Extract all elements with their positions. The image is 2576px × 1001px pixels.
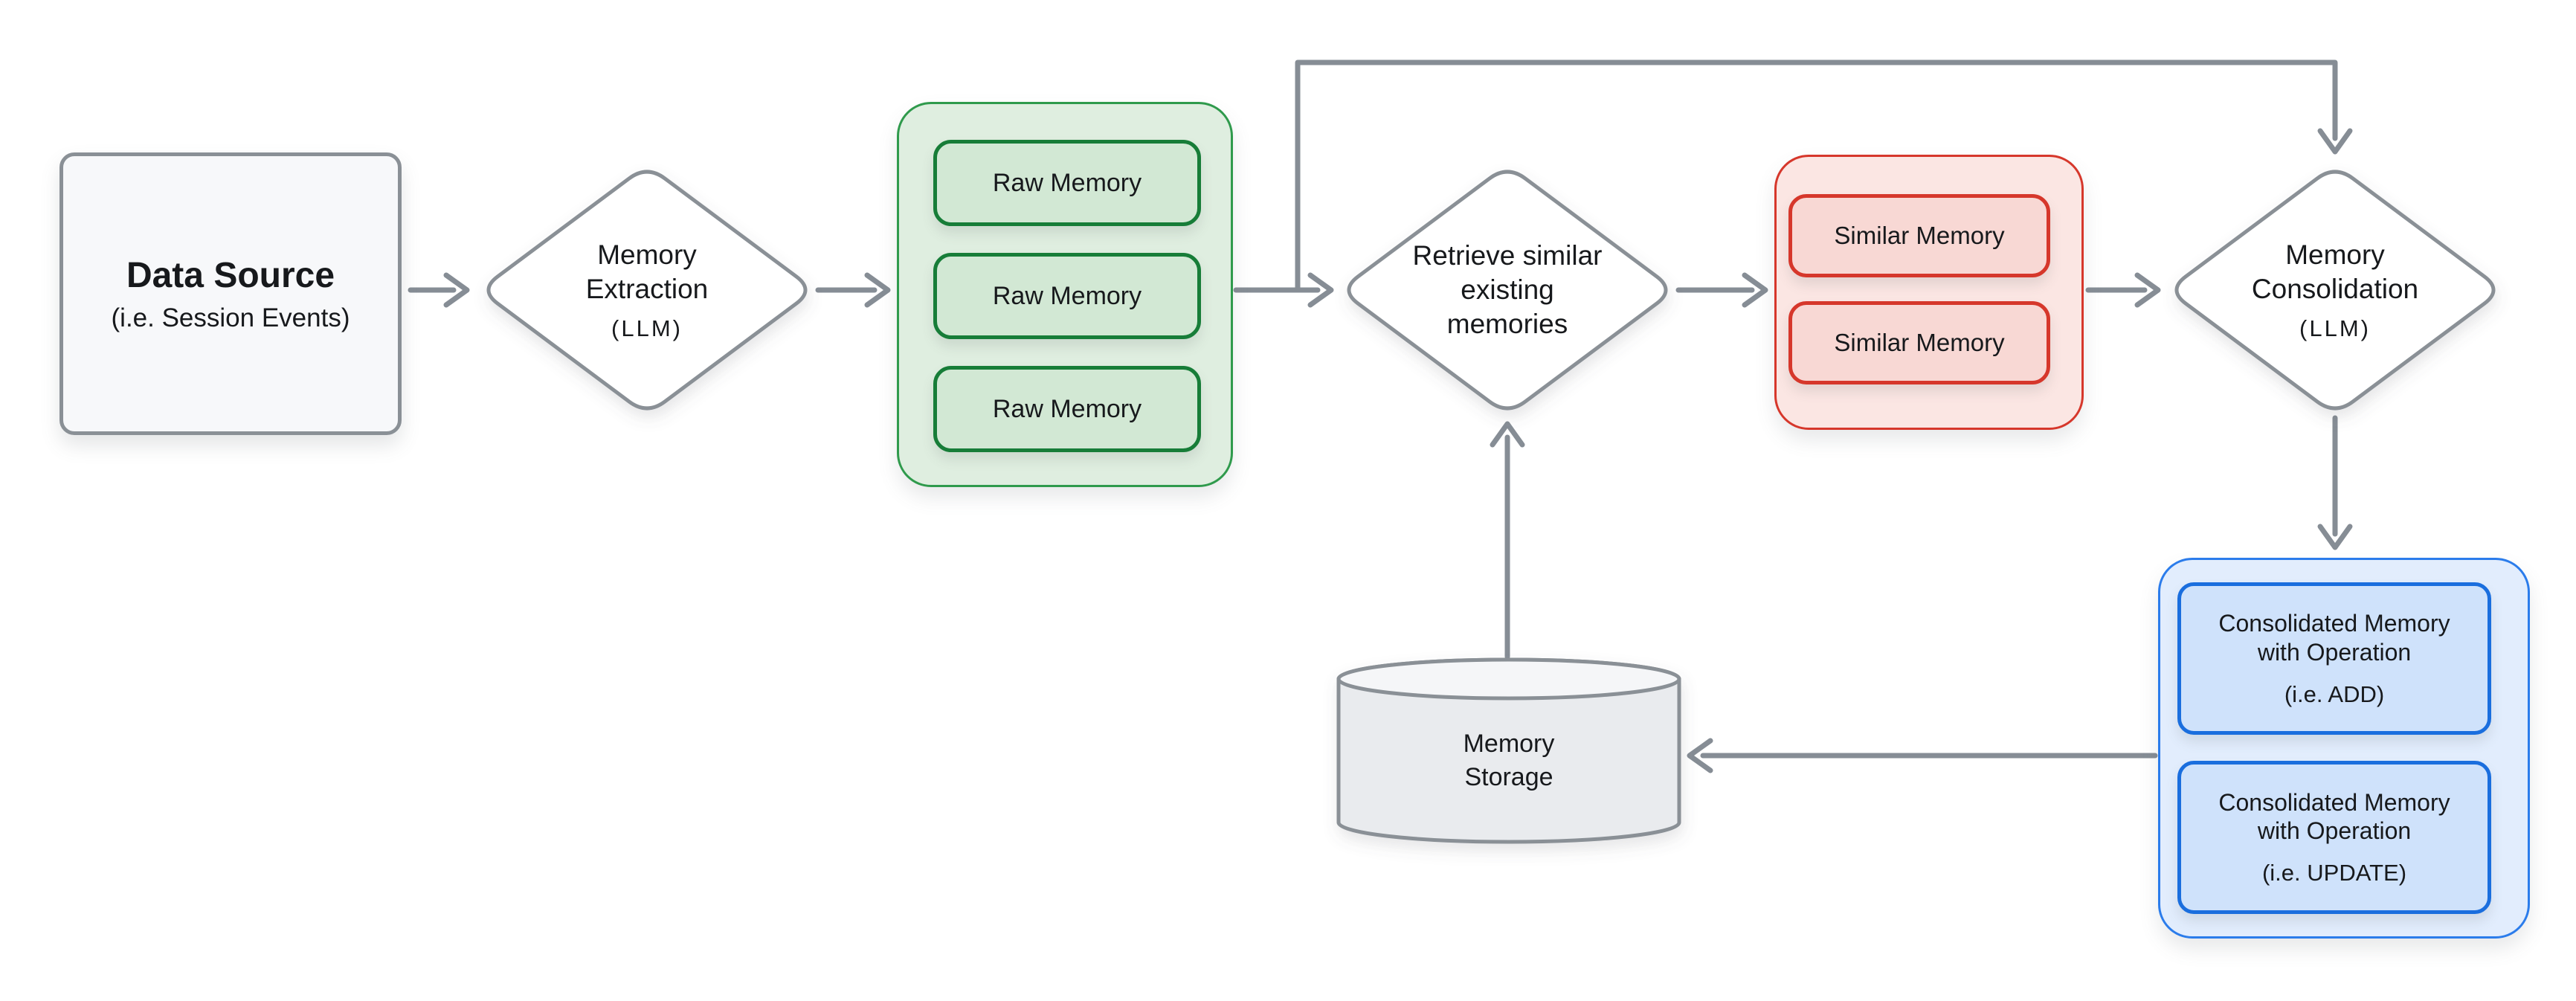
consolidated-memory-item: Consolidated Memory with Operation (i.e.… bbox=[2177, 761, 2491, 914]
raw-memory-item: Raw Memory bbox=[933, 253, 1201, 339]
data-source-node: Data Source (i.e. Session Events) bbox=[59, 152, 402, 435]
diamond-memory-consolidation bbox=[2174, 170, 2496, 411]
memory-storage-line1: Memory bbox=[1463, 730, 1555, 759]
consolidated-memory-line1: Consolidated Memory bbox=[2218, 610, 2450, 637]
consolidated-memory-line2: with Operation bbox=[2257, 638, 2412, 666]
similar-memory-label: Similar Memory bbox=[1834, 329, 2005, 356]
similar-memory-item: Similar Memory bbox=[1788, 194, 2050, 277]
arrowhead-retrieve-to-similar-icon bbox=[1742, 272, 1768, 308]
diamond-retrieve-memories bbox=[1347, 170, 1668, 411]
consolidated-memory-operation: (i.e. UPDATE) bbox=[2261, 860, 2407, 886]
memory-storage-line2: Storage bbox=[1464, 762, 1553, 791]
memory-storage-label: Memory Storage bbox=[1349, 692, 1669, 829]
data-source-title: Data Source bbox=[126, 256, 335, 296]
raw-memory-label: Raw Memory bbox=[992, 281, 1142, 310]
arrowhead-consolidation-to-consolidated-icon bbox=[2317, 524, 2353, 550]
arrowhead-datasource-to-extraction-icon bbox=[443, 272, 470, 308]
consolidated-memory-item: Consolidated Memory with Operation (i.e.… bbox=[2177, 582, 2491, 735]
consolidated-memory-group: Consolidated Memory with Operation (i.e.… bbox=[2158, 558, 2530, 939]
feedback-line-rawmemory-to-consolidation bbox=[1295, 59, 2338, 292]
similar-memory-group: Similar Memory Similar Memory bbox=[1774, 155, 2084, 430]
raw-memory-group: Raw Memory Raw Memory Raw Memory bbox=[897, 102, 1233, 487]
arrowhead-consolidated-to-storage-icon bbox=[1687, 738, 1713, 773]
similar-memory-label: Similar Memory bbox=[1834, 222, 2005, 249]
arrowhead-storage-to-retrieve-icon bbox=[1490, 421, 1525, 448]
consolidated-memory-line2: with Operation bbox=[2257, 817, 2412, 844]
data-source-subtitle: (i.e. Session Events) bbox=[111, 303, 350, 332]
diamond-memory-extraction bbox=[486, 170, 808, 411]
raw-memory-item: Raw Memory bbox=[933, 140, 1201, 226]
similar-memory-item: Similar Memory bbox=[1788, 301, 2050, 384]
consolidated-memory-operation: (i.e. ADD) bbox=[2284, 680, 2385, 707]
raw-memory-label: Raw Memory bbox=[992, 394, 1142, 423]
arrowhead-extraction-to-rawmemory-icon bbox=[864, 272, 891, 308]
arrowhead-similar-to-consolidation-icon bbox=[2134, 272, 2161, 308]
cylinder-top-ellipse bbox=[1336, 657, 1681, 701]
cylinder-memory-storage bbox=[1336, 657, 1681, 844]
arrowhead-rawmemory-to-retrieve-icon bbox=[1307, 272, 1334, 308]
arrowhead-feedback-down-icon bbox=[2317, 128, 2353, 155]
raw-memory-item: Raw Memory bbox=[933, 366, 1201, 452]
raw-memory-label: Raw Memory bbox=[992, 168, 1142, 197]
consolidated-memory-line1: Consolidated Memory bbox=[2218, 788, 2450, 816]
